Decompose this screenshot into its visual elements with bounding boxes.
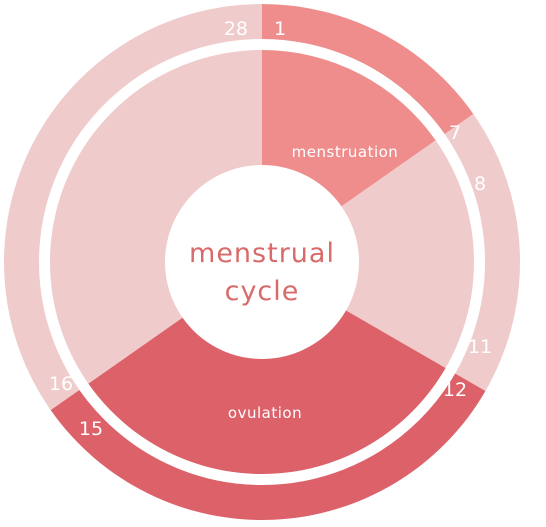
inner-segment-luteal (49, 49, 262, 384)
phase-label-menstruation: menstruation (292, 143, 399, 161)
separator-ring (39, 39, 485, 485)
inner-segment-follicular (262, 140, 474, 368)
outer-ring-segment-ovulation (50, 373, 486, 520)
outer-ring-segment-follicular (443, 114, 520, 392)
day-label-12: 12 (443, 379, 467, 401)
outer-ring-segment-menstruation (262, 4, 474, 135)
day-label-8: 8 (474, 173, 486, 195)
phase-label-ovulation: ovulation (228, 404, 302, 422)
day-label-15: 15 (79, 418, 103, 440)
day-label-16: 16 (49, 373, 73, 395)
day-label-28: 28 (224, 18, 248, 40)
center-title-line2: cycle (225, 276, 300, 307)
center-disc (165, 165, 359, 359)
day-label-11: 11 (468, 336, 492, 358)
inner-segment-ovulation (88, 262, 446, 475)
day-label-1: 1 (274, 18, 286, 40)
outer-ring-segment-luteal (3, 4, 262, 410)
day-label-7: 7 (449, 122, 461, 144)
center-title-line1: menstrual (189, 238, 335, 269)
